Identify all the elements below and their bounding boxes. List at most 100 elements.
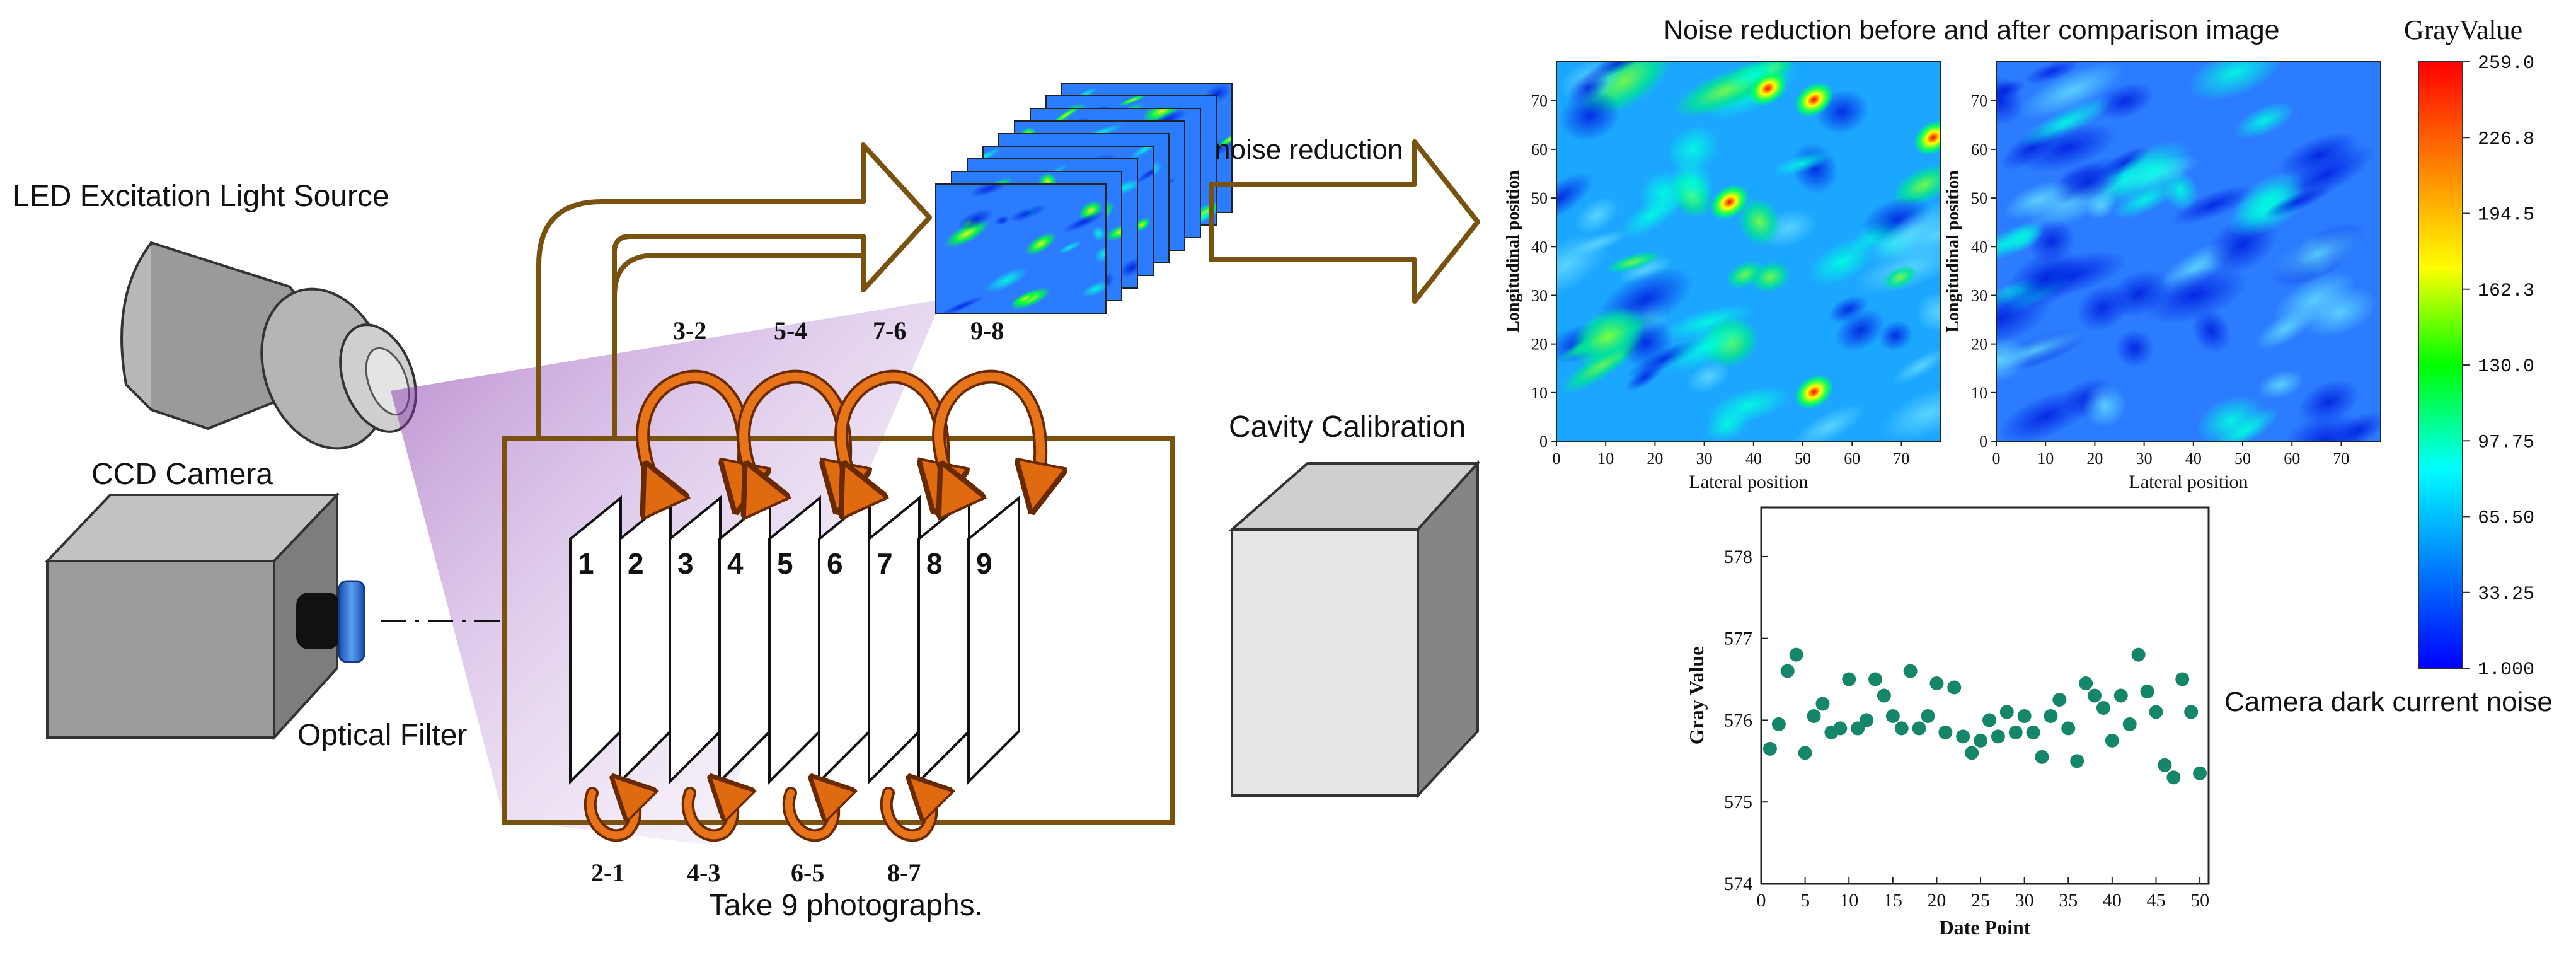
scatter-point	[2105, 733, 2119, 748]
bottom-pair-labels: 2-1 4-3 6-5 8-7	[591, 859, 921, 887]
cavity-calibration-box-icon	[1228, 460, 1481, 799]
optical-filter-label: Optical Filter	[297, 719, 467, 752]
x-tick-label: 45	[2146, 890, 2165, 911]
scatter-point	[2035, 750, 2049, 764]
scatter-point	[2052, 692, 2067, 707]
heatmap-y-tick: 60	[1971, 141, 1987, 159]
x-axis-label: Date Point	[1940, 916, 2031, 939]
exchange-arrow-icon	[785, 791, 834, 840]
scatter-point	[1798, 746, 1812, 760]
scatter-point	[1991, 729, 2005, 744]
exchange-arrow-icon	[586, 791, 635, 840]
heatmap-x-tick: 70	[2333, 449, 2349, 468]
x-tick-label: 35	[2059, 890, 2078, 911]
stacked-thumbnail	[935, 183, 1107, 314]
dark-current-label: Camera dark current noise	[2224, 686, 2553, 717]
colorbar	[2418, 61, 2463, 669]
scatter-point	[1929, 676, 1944, 691]
heatmap-y-tick: 0	[1539, 432, 1548, 451]
heatmap-x-tick: 50	[1795, 449, 1811, 468]
photo-frame	[917, 495, 970, 785]
x-tick-label: 15	[1883, 890, 1902, 911]
exchange-arrow-icon	[684, 791, 733, 840]
pair-label: 6-5	[791, 859, 824, 887]
heatmap-y-tick: 0	[1979, 432, 1987, 451]
pair-label: 9-8	[970, 316, 1004, 345]
colorbar-tick-label: 194.5	[2478, 205, 2534, 226]
scatter-point	[2131, 647, 2146, 662]
heatmap-x-label: Lateral position	[1689, 472, 1808, 492]
heatmap-y-label: Longitudinal position	[1943, 170, 1963, 333]
scatter-point	[2193, 766, 2207, 780]
scatter-point	[2175, 672, 2190, 686]
top-pair-labels: 3-2 5-4 7-6 9-8	[673, 316, 1004, 345]
noise-reduction-arrow	[1209, 139, 1480, 304]
frame-number: 7	[877, 547, 893, 580]
heatmap-x-tick: 60	[1844, 449, 1860, 468]
scatter-point	[2026, 725, 2040, 739]
scatter-point	[1860, 713, 1874, 727]
scatter-point	[2113, 688, 2128, 703]
heatmap-y-tick: 20	[1971, 335, 1987, 354]
x-tick-label: 5	[1800, 890, 1810, 911]
colorbar-tick-label: 65.50	[2478, 508, 2534, 530]
colorbar-tick-label: 259.0	[2478, 53, 2534, 74]
photo-frame	[718, 495, 771, 785]
heatmap-x-tick: 20	[2086, 449, 2103, 468]
pair-label: 3-2	[673, 316, 706, 345]
scatter-point	[2008, 725, 2023, 739]
colorbar-tick-label: 162.3	[2478, 281, 2534, 302]
take-photos-label: Take 9 photographs.	[709, 889, 983, 922]
scatter-point	[1903, 664, 1918, 678]
colorbar-tick-label: 97.75	[2478, 432, 2534, 453]
scatter-point	[2096, 700, 2110, 715]
frame-number: 4	[727, 547, 744, 580]
noise-reduction-label: noise reduction	[1215, 134, 1403, 165]
frame-number: 2	[628, 547, 644, 580]
colorbar-tick-label: 33.25	[2478, 584, 2534, 605]
scatter-point	[1947, 680, 1962, 695]
top-exchange-arrows	[636, 369, 1040, 489]
frame-number: 5	[777, 547, 793, 580]
scatter-point	[1921, 709, 1935, 723]
scatter-point	[1999, 705, 2014, 719]
heatmap-y-tick: 70	[1531, 92, 1548, 110]
scatter-point	[1956, 729, 1970, 744]
scatter-point	[2122, 717, 2137, 731]
scatter-point	[1885, 709, 1900, 723]
colorbar-title: GrayValue	[2404, 14, 2522, 45]
photo-frame	[619, 495, 672, 785]
plot-area	[1760, 506, 2210, 885]
scatter-point	[2017, 709, 2032, 723]
scatter-point	[2079, 676, 2093, 691]
y-tick-label: 578	[1724, 547, 1752, 567]
upward-arrow-outline	[536, 142, 932, 438]
scatter-point	[1938, 725, 1953, 739]
heatmap-x-tick: 50	[2234, 449, 2251, 468]
scatter-point	[1965, 746, 1979, 760]
heatmap-y-tick: 60	[1531, 141, 1548, 159]
x-tick-label: 25	[1971, 890, 1990, 911]
scatter-point	[2088, 688, 2102, 703]
x-tick-label: 10	[1839, 890, 1858, 911]
difference-image-stack	[935, 83, 1233, 314]
y-tick-label: 574	[1724, 874, 1752, 894]
scatter-point	[2158, 758, 2172, 772]
heatmap-y-tick: 50	[1531, 189, 1548, 207]
photo-frame	[768, 495, 821, 785]
heatmap-y-tick: 20	[1531, 335, 1548, 354]
y-tick-label: 576	[1724, 710, 1752, 731]
frame-number: 1	[578, 547, 594, 580]
scatter-point	[1868, 672, 1882, 686]
scatter-point	[2044, 709, 2058, 723]
scatter-point	[1771, 717, 1786, 731]
scatter-point	[1877, 688, 1891, 703]
scatter-point	[1780, 664, 1795, 678]
heatmap-y-tick: 30	[1531, 286, 1548, 304]
scatter-point	[2061, 721, 2076, 736]
x-tick-label: 20	[1927, 890, 1946, 911]
colorbar-tick-label: 226.8	[2478, 129, 2534, 150]
scatter-point	[1912, 721, 1926, 736]
photo-frame	[669, 495, 722, 785]
